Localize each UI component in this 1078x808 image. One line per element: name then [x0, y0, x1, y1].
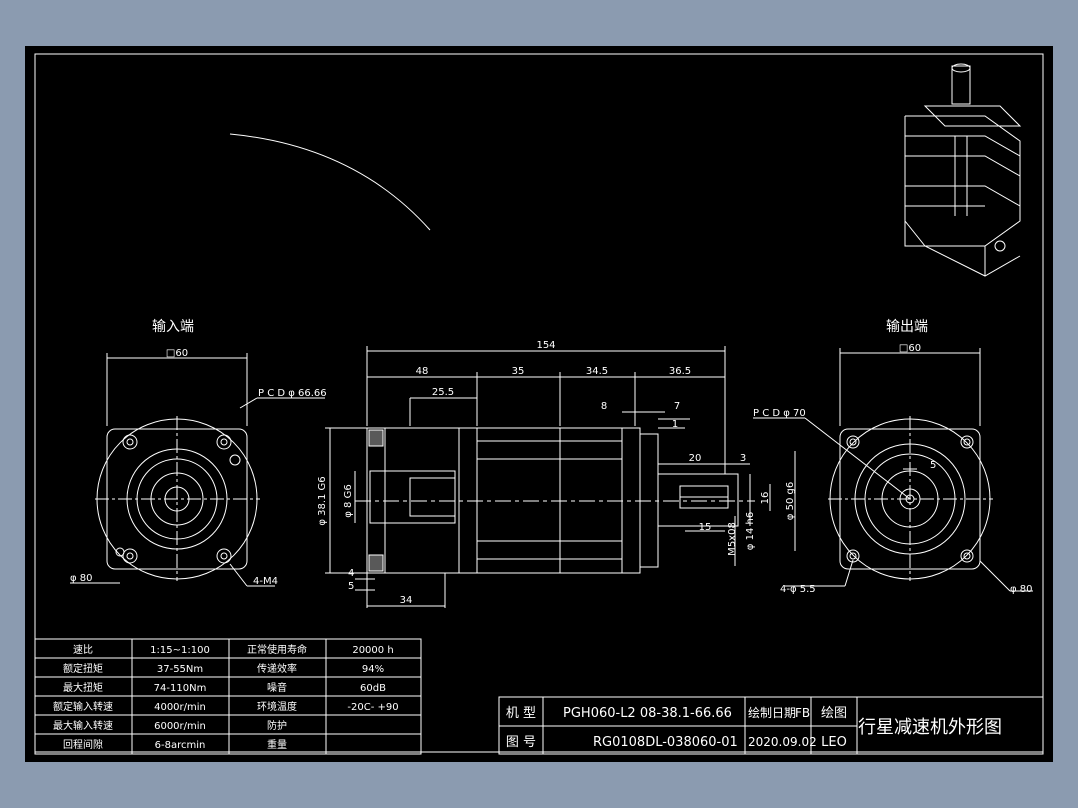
drawer-value: LEO	[821, 735, 847, 750]
side-view	[325, 346, 796, 608]
dim-34-5: 34.5	[586, 366, 608, 377]
title-block-grid	[498, 696, 1044, 755]
spec-cell: 37-55Nm	[157, 664, 203, 675]
dim-36-5: 36.5	[669, 366, 691, 377]
dim-dia8: φ 8 G6	[343, 484, 354, 517]
date-value: 2020.09.02	[748, 735, 817, 749]
spec-cell: 6000r/min	[154, 721, 206, 732]
input-dia-dim: φ 80	[70, 573, 93, 584]
output-key-dim: 5	[930, 460, 936, 471]
dim-4: 4	[348, 568, 354, 579]
input-holes-dim: 4-M4	[253, 576, 278, 587]
spec-cell: 额定扭矩	[63, 662, 103, 675]
spec-cell: 最大扭矩	[63, 681, 103, 694]
dim-1: 1	[672, 419, 678, 430]
output-title: 输出端	[886, 319, 928, 335]
output-square-dim: □60	[899, 343, 921, 354]
dim-15: 15	[699, 522, 712, 533]
spec-table: 速比 1:15~1:100 正常使用寿命 20000 h 额定扭矩 37-55Nm 传递效率…	[53, 643, 399, 751]
spec-cell: -20C- +90	[347, 702, 398, 713]
draw-label: 绘图	[821, 706, 847, 721]
drawn-label: 绘制日期	[748, 705, 796, 720]
spec-cell: 4000r/min	[154, 702, 206, 713]
spec-cell: 回程间隙	[63, 738, 103, 751]
dim-total: 154	[536, 340, 555, 351]
dim-34: 34	[400, 595, 413, 606]
spec-cell: 60dB	[360, 683, 386, 694]
input-square-dim: □60	[166, 348, 188, 359]
dim-20: 20	[689, 453, 702, 464]
spec-cell: 74-110Nm	[154, 683, 207, 694]
spec-cell: 速比	[73, 644, 93, 656]
dim-5: 5	[348, 581, 354, 592]
inner-border	[34, 53, 1044, 753]
input-title: 输入端	[152, 319, 194, 335]
dim-48: 48	[416, 366, 429, 377]
output-dia-dim: φ 80	[1010, 584, 1033, 595]
spec-cell: 1:15~1:100	[150, 645, 210, 656]
iso-view	[904, 63, 1022, 277]
dim-dia50: φ 50 g6	[785, 482, 796, 520]
spec-cell: 20000 h	[352, 645, 393, 656]
dim-35: 35	[512, 366, 525, 377]
spec-table-grid	[34, 638, 422, 755]
input-pcd-dim: P C D φ 66.66	[258, 388, 327, 399]
dim-m5: M5x08	[727, 522, 738, 556]
spec-cell: 6-8arcmin	[155, 740, 206, 751]
output-pcd-dim: P C D φ 70	[753, 408, 806, 419]
spec-cell: 防护	[267, 719, 287, 732]
spec-cell: 正常使用寿命	[247, 643, 307, 656]
dim-25-5: 25.5	[432, 387, 454, 398]
drawing-sheet: 输入端 □60 P C D φ 66.66 φ 80 4-M4	[25, 46, 1053, 762]
model-value: PGH060-L2 08-38.1-66.66	[563, 706, 732, 721]
drawn-by: FB	[795, 706, 810, 720]
dim-dia38: φ 38.1 G6	[317, 476, 328, 525]
dim-dia14: φ 14 h6	[745, 512, 756, 550]
spec-cell: 环境温度	[257, 700, 297, 713]
spec-cell: 传递效率	[257, 662, 297, 675]
arc-line	[229, 133, 431, 231]
spec-cell: 94%	[362, 664, 384, 675]
drawing-title: 行星减速机外形图	[858, 717, 1002, 738]
model-label: 机 型	[506, 706, 536, 721]
spec-cell: 重量	[267, 738, 287, 751]
drawing-label: 图 号	[506, 735, 536, 750]
drawing-value: RG0108DL-038060-01	[593, 735, 738, 750]
spec-cell: 噪音	[267, 681, 287, 694]
dim-3: 3	[740, 453, 746, 464]
output-holes-dim: 4-φ 5.5	[780, 584, 816, 595]
spec-cell: 额定输入转速	[53, 700, 113, 713]
spec-cell: 最大输入转速	[53, 719, 113, 732]
dim-8: 8	[601, 401, 607, 412]
dim-16: 16	[760, 492, 771, 505]
dim-7: 7	[674, 401, 680, 412]
input-view	[70, 353, 325, 587]
output-view	[753, 348, 1033, 592]
